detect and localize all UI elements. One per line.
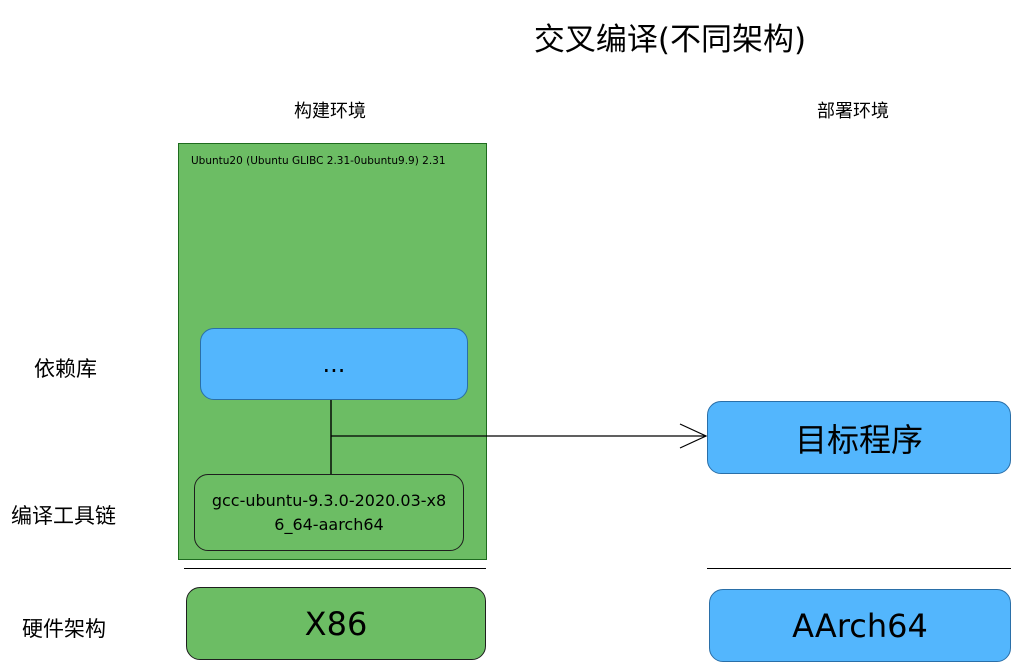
row-label-hardware: 硬件架构	[22, 617, 106, 641]
toolchain-text-line2: 6_64-aarch64	[274, 514, 384, 534]
toolchain-box: gcc-ubuntu-9.3.0-2020.03-x8 6_64-aarch64	[194, 474, 464, 551]
build-separator-line	[184, 568, 486, 569]
build-env-heading: 构建环境	[294, 101, 366, 122]
arrow-head	[679, 423, 708, 449]
build-env-os-label: Ubuntu20 (Ubuntu GLIBC 2.31-0ubuntu9.9) …	[191, 155, 446, 167]
deploy-env-heading: 部署环境	[817, 101, 889, 122]
x86-hardware-box: X86	[186, 587, 486, 660]
deps-box: ...	[200, 328, 468, 400]
toolchain-text-line1: gcc-ubuntu-9.3.0-2020.03-x8	[211, 490, 447, 510]
deploy-separator-line	[707, 568, 1011, 569]
aarch64-hardware-box: AArch64	[709, 589, 1011, 662]
diagram-title: 交叉编译(不同架构)	[533, 22, 807, 58]
target-program-box: 目标程序	[707, 401, 1011, 474]
row-label-deps: 依赖库	[34, 357, 97, 381]
row-label-toolchain: 编译工具链	[11, 504, 116, 528]
